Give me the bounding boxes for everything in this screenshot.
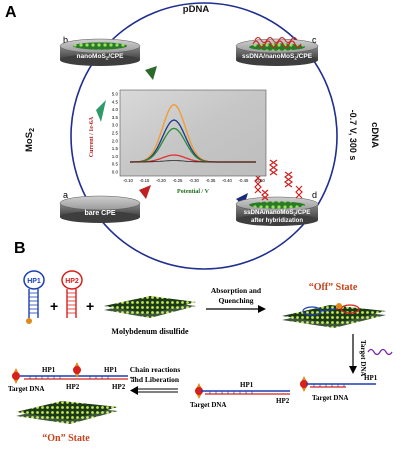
off-state-sheet bbox=[282, 303, 386, 328]
product-dots: ••• bbox=[130, 376, 136, 382]
plus-sign-1: + bbox=[50, 298, 58, 314]
mos2-sheet bbox=[104, 296, 196, 318]
inset-y-tick-label: 1.5 bbox=[112, 146, 119, 151]
electrode-a-letter: a bbox=[63, 190, 68, 200]
inset-x-label: Potential / V bbox=[177, 189, 210, 195]
inset-x-tick-label: -0.10 bbox=[123, 178, 133, 183]
electrode-b: b nanoMoS2/CPE bbox=[59, 35, 141, 66]
arrow-label-potential: -0.7 V, 300 s bbox=[348, 110, 358, 161]
inset-curves bbox=[129, 103, 256, 163]
inset-x-tick-label: -0.25 bbox=[173, 178, 183, 183]
electrode-d-line2: after hybridization bbox=[251, 218, 303, 224]
mos2-label: Molybdenum disulfide bbox=[111, 327, 189, 336]
electrode-b-letter: b bbox=[63, 35, 68, 45]
arrowhead-green bbox=[145, 66, 157, 80]
electrode-c-letter: c bbox=[312, 35, 317, 45]
target-dna-label-right: Target DNA bbox=[312, 394, 349, 402]
product-hp2-label-2: HP2 bbox=[112, 383, 126, 391]
hp1-hairpin-label: HP1 bbox=[27, 278, 41, 285]
hp1-hairpin: HP1 bbox=[23, 270, 45, 324]
hp2-hairpin-label: HP2 bbox=[65, 278, 79, 285]
inset-y-tick-label: 5.0 bbox=[112, 92, 119, 97]
inset-y-tick-label: 1.0 bbox=[112, 154, 119, 159]
inset-y-tick-label: 2.5 bbox=[112, 131, 119, 136]
inset-x-tick-label: -0.20 bbox=[156, 178, 166, 183]
arrow-label-mos2: MoS2 bbox=[24, 128, 36, 152]
inset-y-tick-label: 0.5 bbox=[112, 162, 119, 167]
inset-y-ticks: 5.0 4.5 4.0 3.5 3.0 2.5 2.0 1.5 1.0 0.5 0.0 bbox=[112, 92, 119, 175]
inset-y-tick-label: 3.5 bbox=[112, 115, 119, 120]
arrowhead-red bbox=[139, 185, 151, 199]
inset-y-tick-label: 2.0 bbox=[112, 138, 119, 143]
electrode-c: c ssDNA/nanoMoS2/CPE bbox=[235, 35, 319, 66]
inset-y-tick-label: 4.5 bbox=[112, 99, 119, 104]
step1-label-line2: Quenching bbox=[218, 296, 253, 305]
panel-a-label: A bbox=[5, 4, 17, 21]
inset-x-tick-label: -0.30 bbox=[189, 178, 199, 183]
chain-label-line1: Chain reactions bbox=[130, 365, 181, 374]
product-chain: HP1 HP1 HP2 HP2 ••• bbox=[12, 362, 136, 391]
target-dna-strand-free bbox=[367, 348, 393, 356]
step1-label-line1: Absorption and bbox=[211, 286, 262, 295]
inset-plot-area bbox=[119, 89, 267, 177]
inset-y-tick-label: 4.0 bbox=[112, 107, 119, 112]
complex-mid-hp2-label: HP2 bbox=[276, 397, 290, 405]
dsdna-helices bbox=[254, 159, 303, 201]
inset-x-tick-label: -0.50 bbox=[255, 178, 265, 183]
plus-sign-2: + bbox=[86, 298, 94, 314]
inset-curve bbox=[130, 160, 256, 163]
electrode-d-name: ssDNA/nanoMoS2/CPE bbox=[244, 209, 311, 217]
inset-x-tick-label: -0.35 bbox=[206, 178, 216, 183]
electrode-a: a bare CPE bbox=[59, 190, 141, 223]
inset-x-tick-label: -0.40 bbox=[222, 178, 232, 183]
inset-voltammogram: 5.04.54.03.53.02.52.01.51.00.50.0 -0.10-… bbox=[89, 89, 267, 195]
target-dna-label-left: Target DNA bbox=[8, 385, 45, 393]
off-state-label: “Off” State bbox=[309, 282, 358, 293]
electrode-c-name: ssDNA/nanoMoS2/CPE bbox=[242, 53, 313, 61]
complex-hp1-label: HP1 bbox=[364, 374, 378, 382]
inset-x-ticks: -0.10 -0.15 -0.20 -0.25 -0.30 -0.35 -0.40 -0.45… bbox=[123, 178, 265, 183]
inset-x-tick-label: -0.45 bbox=[239, 178, 249, 183]
hp2-hairpin: HP2 bbox=[61, 270, 83, 318]
inset-y-tick-label: 3.0 bbox=[112, 123, 119, 128]
electrode-a-name: bare CPE bbox=[84, 210, 115, 217]
target-dna-label-mid: Target DNA bbox=[190, 401, 227, 409]
step2-label: Target DNA bbox=[359, 340, 367, 377]
inset-x-tick-label: -0.15 bbox=[140, 178, 150, 183]
complex-mid-hp1-label: HP1 bbox=[240, 381, 254, 389]
product-hp2-label-1: HP2 bbox=[66, 383, 80, 391]
on-state-label: “On” State bbox=[42, 433, 90, 444]
on-state-sheet bbox=[16, 401, 118, 424]
electrode-b-name: nanoMoS2/CPE bbox=[77, 53, 125, 61]
inset-y-tick-label: 0.0 bbox=[112, 170, 119, 175]
arrowhead-teal bbox=[96, 100, 106, 122]
inset-y-label: Current / 1e-6A bbox=[89, 116, 95, 157]
complex-target-hp1-hp2: HP1 HP2 bbox=[195, 381, 290, 405]
product-hp1-label-2: HP1 bbox=[104, 366, 118, 374]
panel-b-label: B bbox=[14, 240, 26, 257]
product-hp1-label-1: HP1 bbox=[42, 366, 56, 374]
chain-label-line2: and Liberation bbox=[131, 375, 180, 384]
arrow-label-pdna: pDNA bbox=[183, 4, 210, 15]
arrow-label-cdna: cDNA bbox=[369, 122, 380, 148]
step3-double-arrow bbox=[130, 386, 178, 395]
electrode-d-letter: d bbox=[312, 190, 317, 200]
complex-target-hp1: HP1 bbox=[300, 374, 378, 392]
cycle-circle bbox=[70, 2, 338, 270]
electrode-d: d ssDNA/nanoMoS2/CPE after hybridization bbox=[235, 190, 319, 226]
